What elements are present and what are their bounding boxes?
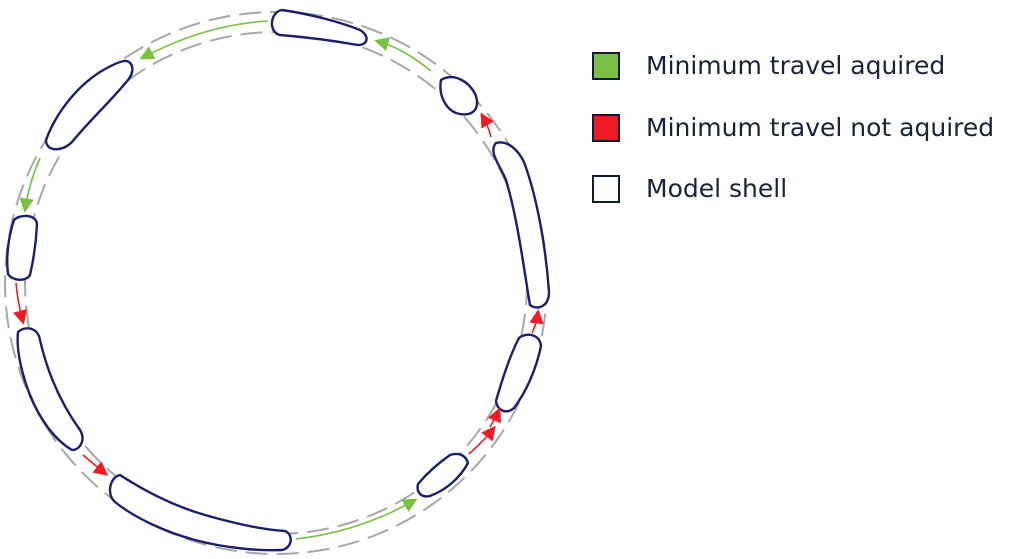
model-shell [16, 327, 84, 452]
travel-not-acquired-arrow [468, 425, 496, 455]
legend-item-travel-acquired: Minimum travel aquired [592, 48, 945, 84]
model-shell [416, 452, 470, 498]
travel-not-acquired-arrow [480, 112, 494, 138]
legend-label: Model shell [646, 174, 788, 203]
legend-item-model-shell: Model shell [592, 171, 787, 207]
model-shell [494, 333, 543, 413]
legend-label: Minimum travel aquired [646, 51, 946, 80]
travel-not-acquired-swatch [592, 114, 620, 142]
model-shells [6, 8, 551, 552]
model-shell [44, 59, 134, 151]
model-shell [6, 214, 39, 281]
model-shell [439, 75, 479, 116]
travel-diagram [4, 8, 551, 555]
travel-acquired-arrow [374, 37, 432, 72]
legend-label: Minimum travel not aquired [646, 113, 995, 142]
travel-arrows [13, 20, 544, 540]
model-shell-swatch [592, 175, 620, 203]
travel-acquired-swatch [592, 52, 620, 80]
travel-acquired-arrow [139, 20, 269, 60]
model-shell [108, 473, 292, 552]
model-shell [270, 8, 368, 47]
travel-not-acquired-arrow [82, 454, 109, 476]
model-shell [492, 141, 551, 309]
travel-not-acquired-arrow [529, 309, 544, 334]
travel-acquired-arrow [295, 498, 418, 540]
legend-item-travel-not-acquired: Minimum travel not aquired [592, 110, 994, 146]
travel-not-acquired-arrow [13, 282, 27, 325]
travel-acquired-arrow [19, 157, 41, 213]
